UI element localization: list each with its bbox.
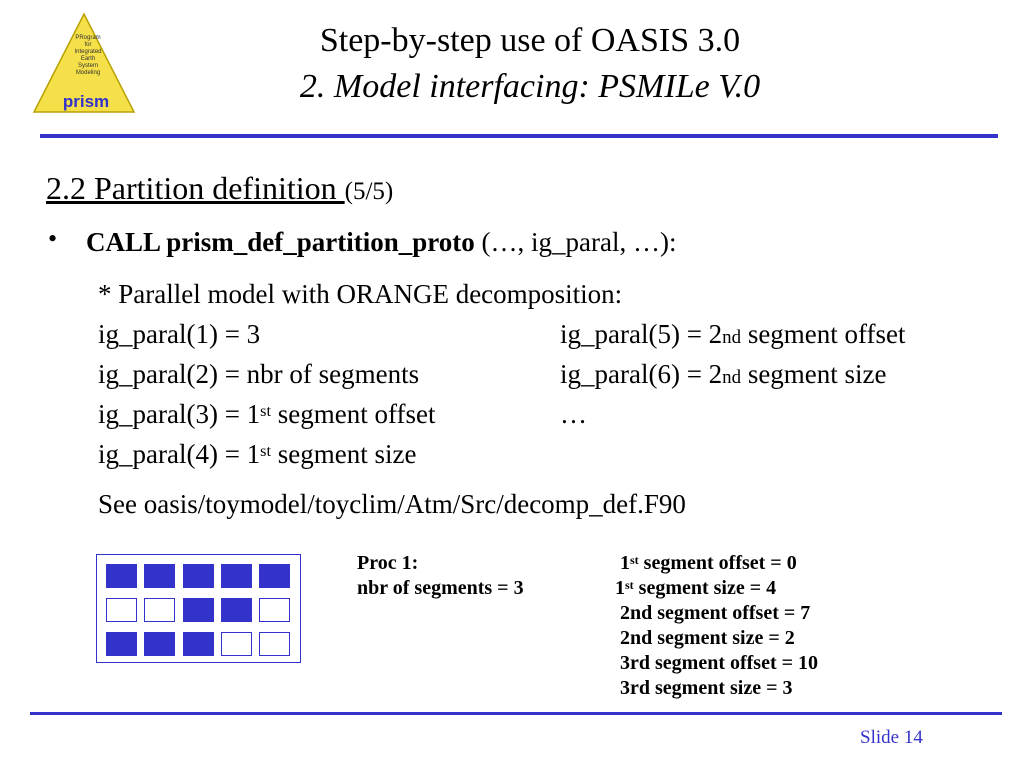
bottom-divider <box>30 712 1002 715</box>
segment-detail: 1st segment offset = 0 <box>620 552 797 574</box>
left-line: ig_paral(3) = 1st segment offset <box>98 399 436 429</box>
right-line: ig_paral(5) = 2nd segment offset <box>560 319 906 349</box>
slide-number: Slide 14 <box>860 727 923 748</box>
left-line: ig_paral(2) = nbr of segments <box>98 359 420 389</box>
grid-cell-filled <box>144 564 175 588</box>
logo-line: Earth <box>81 56 95 62</box>
call-args: (…, ig_paral, …): <box>474 227 677 257</box>
logo-line: Integrated <box>74 49 101 55</box>
grid-cell-filled <box>106 564 137 588</box>
grid-cell-filled <box>144 632 175 656</box>
section-heading-text: 2.2 Partition definition <box>46 170 345 206</box>
section-heading: 2.2 Partition definition (5/5) <box>46 170 393 207</box>
segment-detail: 3rd segment size = 3 <box>620 677 793 699</box>
grid-cell-filled <box>183 632 214 656</box>
grid-cell-filled <box>183 564 214 588</box>
grid-cell-empty <box>221 632 252 656</box>
top-divider <box>40 134 998 138</box>
logo-line: System <box>78 63 98 69</box>
grid-cell-filled <box>259 564 290 588</box>
segment-detail: 1st segment size = 4 <box>615 577 777 599</box>
slide-subtitle: 2. Model interfacing: PSMILe V.0 <box>299 68 761 105</box>
grid-cell-empty <box>259 598 290 622</box>
call-line: CALL prism_def_partition_proto (…, ig_pa… <box>86 227 676 258</box>
left-line: ig_paral(4) = 1st segment size <box>98 439 417 469</box>
see-reference: See oasis/toymodel/toyclim/Atm/Src/decom… <box>98 489 686 519</box>
page-indicator: (5/5) <box>344 178 394 205</box>
logo-line: for <box>84 42 91 48</box>
segment-detail: 3rd segment offset = 10 <box>620 652 819 674</box>
logo-line: Modeling <box>76 70 100 76</box>
prism-logo: PRogram for Integrated Earth System Mode… <box>32 12 136 113</box>
proc-label: Proc 1: <box>357 552 419 574</box>
bullet-marker: • <box>48 224 58 253</box>
right-line: … <box>560 399 587 429</box>
grid-cell-filled <box>221 598 252 622</box>
grid-cell-filled <box>221 564 252 588</box>
grid-cell-filled <box>106 632 137 656</box>
call-keyword: CALL prism_def_partition_proto <box>86 227 475 257</box>
grid-cell-empty <box>259 632 290 656</box>
left-line: ig_paral(1) = 3 <box>98 319 261 349</box>
grid-cell-empty <box>106 598 137 622</box>
right-line: ig_paral(6) = 2nd segment size <box>560 359 887 389</box>
nbr-segments-label: nbr of segments = 3 <box>357 577 524 599</box>
decomposition-grid <box>96 554 301 663</box>
grid-cell-filled <box>183 598 214 622</box>
grid-cell-empty <box>144 598 175 622</box>
logo-wordmark: prism <box>63 92 109 111</box>
logo-line: PRogram <box>75 35 100 41</box>
segment-detail: 2nd segment size = 2 <box>620 627 795 649</box>
intro-text: * Parallel model with ORANGE decompositi… <box>98 279 623 309</box>
slide-title: Step-by-step use of OASIS 3.0 <box>319 22 741 59</box>
segment-detail: 2nd segment offset = 7 <box>620 602 811 624</box>
